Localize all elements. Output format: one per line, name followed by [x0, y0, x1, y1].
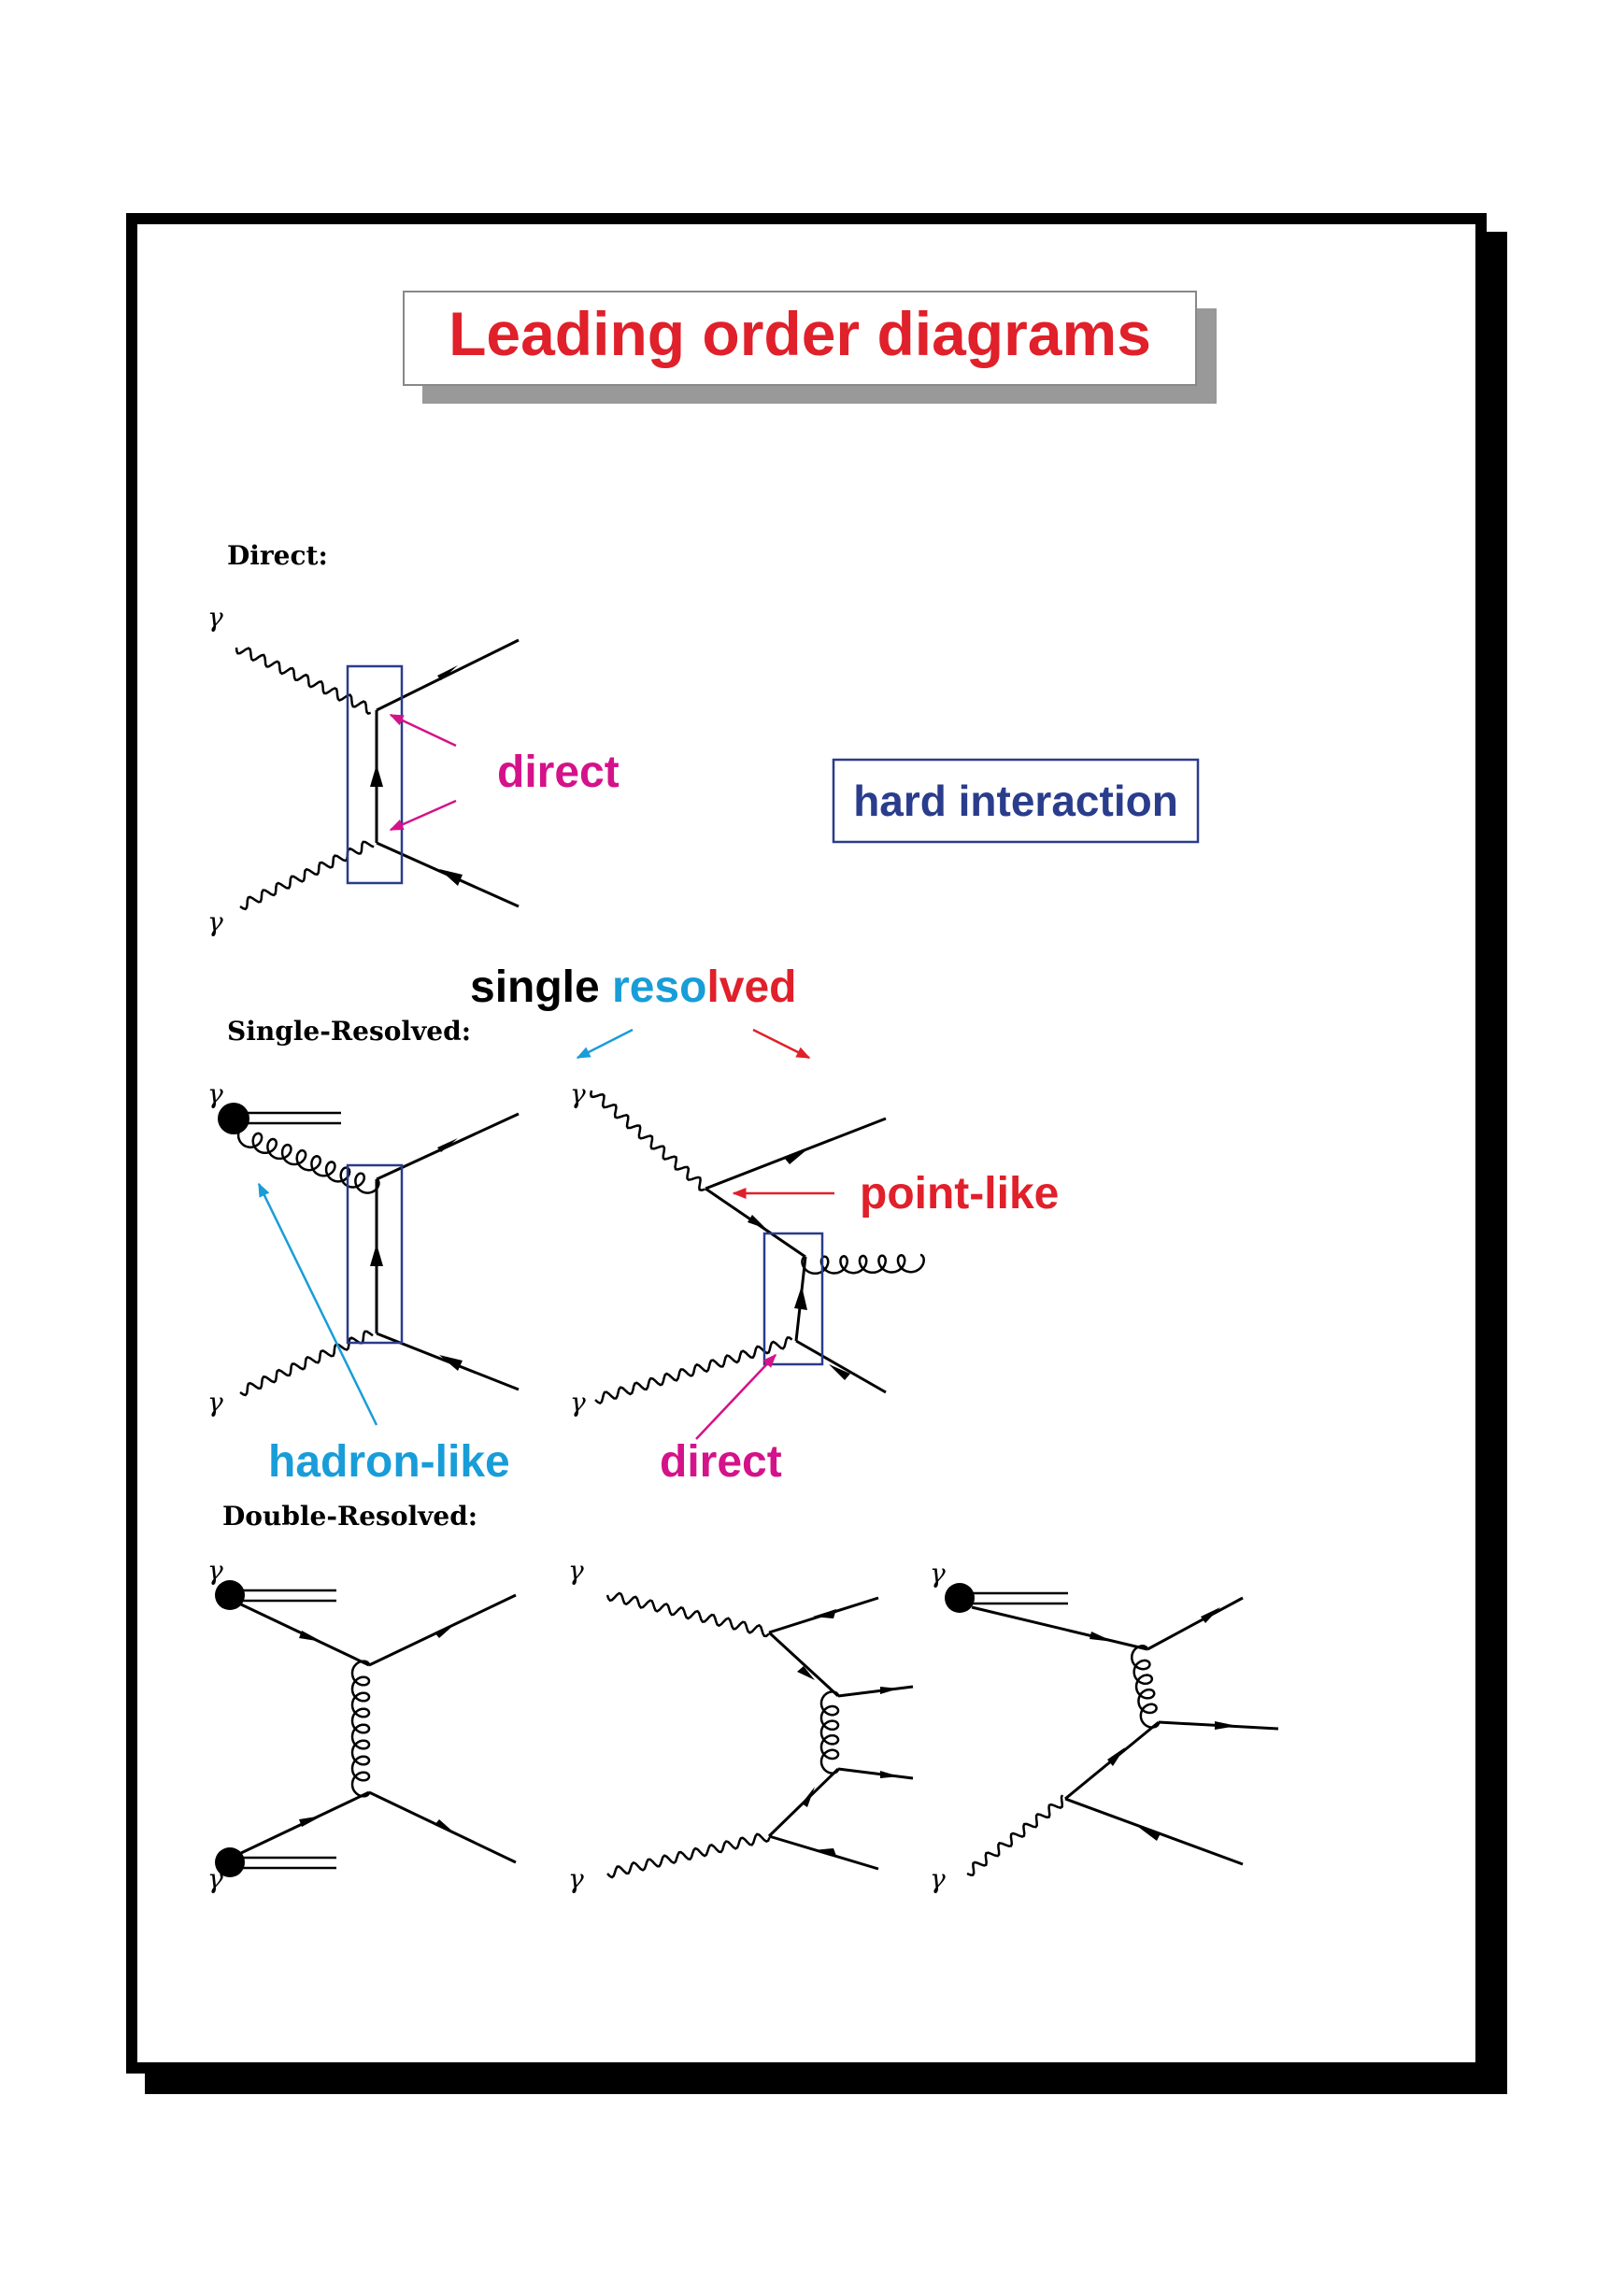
hadron-blob	[218, 1103, 249, 1134]
arrow-icon	[437, 1138, 458, 1152]
photon-line	[605, 1591, 770, 1638]
arrow-icon	[370, 1244, 383, 1266]
label-reso: reso	[612, 962, 706, 1012]
pointer-arrow	[576, 1028, 634, 1060]
photon-label: γ	[570, 1078, 586, 1109]
hard-interaction-legend-box	[832, 758, 1200, 844]
hard-interaction-box	[346, 664, 404, 885]
arrow-icon	[797, 1666, 815, 1680]
quark-line	[971, 1605, 1148, 1651]
arrow-icon	[880, 1687, 899, 1694]
arrow-icon	[1215, 1721, 1237, 1730]
arrow-icon	[439, 1355, 463, 1371]
arrow-icon	[880, 1771, 899, 1778]
arrow-icon	[829, 1364, 850, 1380]
arrow-icon	[439, 869, 463, 886]
gluon-line	[819, 1690, 840, 1775]
hard-interaction-box	[346, 1163, 404, 1345]
double-resolved-diagram-1: γ γ	[207, 1555, 517, 1894]
photon-label: γ	[207, 602, 223, 633]
title-box	[403, 291, 1197, 386]
label-direct-top: direct	[497, 748, 620, 797]
pointer-arrow	[257, 1182, 378, 1426]
photon-label: γ	[207, 1555, 223, 1586]
arrow-icon	[748, 1215, 766, 1229]
double-resolved-diagram-2: γ γ	[568, 1555, 914, 1894]
pointer-arrow	[695, 1353, 777, 1440]
arrow-icon	[802, 1787, 815, 1807]
quark-line	[1147, 1596, 1244, 1651]
arrow-icon	[299, 1816, 322, 1827]
photon-line	[966, 1794, 1064, 1876]
arrow-icon	[1107, 1747, 1125, 1766]
arrow-icon	[813, 1609, 836, 1618]
arrow-icon	[794, 1286, 807, 1310]
double-resolved-diagram-3: γ γ	[930, 1558, 1279, 1894]
arrow-icon	[299, 1631, 322, 1642]
single-resolved-hadron-diagram: γ γ	[207, 1078, 520, 1418]
photon-label: γ	[570, 1387, 586, 1418]
gluon-line	[350, 1660, 371, 1798]
fermion-line	[705, 1117, 887, 1190]
label-hard-interaction: hard interaction	[853, 777, 1178, 825]
arrow-icon	[1201, 1607, 1220, 1623]
arrow-icon	[813, 1848, 836, 1856]
label-single-resolved: single resolved	[470, 962, 796, 1012]
hadron-blob	[215, 1847, 245, 1877]
arrow-icon	[434, 1819, 456, 1834]
label-direct-bottom: direct	[660, 1437, 782, 1487]
photon-label: γ	[568, 1863, 584, 1894]
fermion-line	[376, 638, 520, 712]
photon-line	[594, 1336, 793, 1405]
single-resolved-pointlike-diagram: γ γ	[570, 1078, 925, 1418]
label-point-like: point-like	[860, 1169, 1059, 1219]
photon-label: γ	[207, 1387, 223, 1418]
photon-label: γ	[207, 1863, 223, 1894]
label-lved: lved	[706, 962, 796, 1012]
section-direct: Direct:	[227, 540, 328, 571]
label-hadron-like: hadron-like	[268, 1437, 510, 1487]
quark-line	[837, 1685, 914, 1698]
arrow-icon	[1090, 1632, 1114, 1642]
hadron-blob	[215, 1580, 245, 1610]
arrow-icon	[434, 1623, 456, 1638]
photon-label: γ	[930, 1558, 946, 1589]
pointer-arrow	[389, 799, 457, 832]
pointer-arrow	[752, 1028, 811, 1060]
photon-label: γ	[207, 1078, 223, 1109]
pointer-arrow	[389, 713, 457, 748]
hadron-blob	[945, 1583, 975, 1613]
photon-line	[606, 1832, 771, 1879]
arrow-icon	[1138, 1827, 1161, 1841]
label-single: single	[470, 962, 612, 1012]
quark-line	[837, 1767, 914, 1780]
hard-interaction-box	[762, 1232, 824, 1366]
arrow-icon	[437, 665, 458, 680]
fermion-line	[795, 1339, 887, 1394]
arrow-icon	[785, 1149, 807, 1164]
section-double-resolved: Double-Resolved:	[222, 1501, 477, 1532]
page-title: Leading order diagrams	[449, 299, 1151, 368]
photon-line	[235, 647, 372, 716]
photon-label: γ	[568, 1555, 584, 1586]
arrow-icon	[370, 764, 383, 787]
photon-label: γ	[207, 906, 223, 937]
photon-label: γ	[930, 1863, 946, 1894]
gluon-line	[1131, 1645, 1161, 1729]
quark-line	[767, 1631, 840, 1698]
photon-line	[590, 1090, 705, 1191]
photon-line	[239, 1330, 374, 1397]
section-single-resolved: Single-Resolved:	[227, 1016, 471, 1047]
page-frame	[126, 213, 1487, 2074]
gluon-line	[801, 1253, 925, 1276]
direct-diagram: γ γ	[207, 602, 520, 937]
